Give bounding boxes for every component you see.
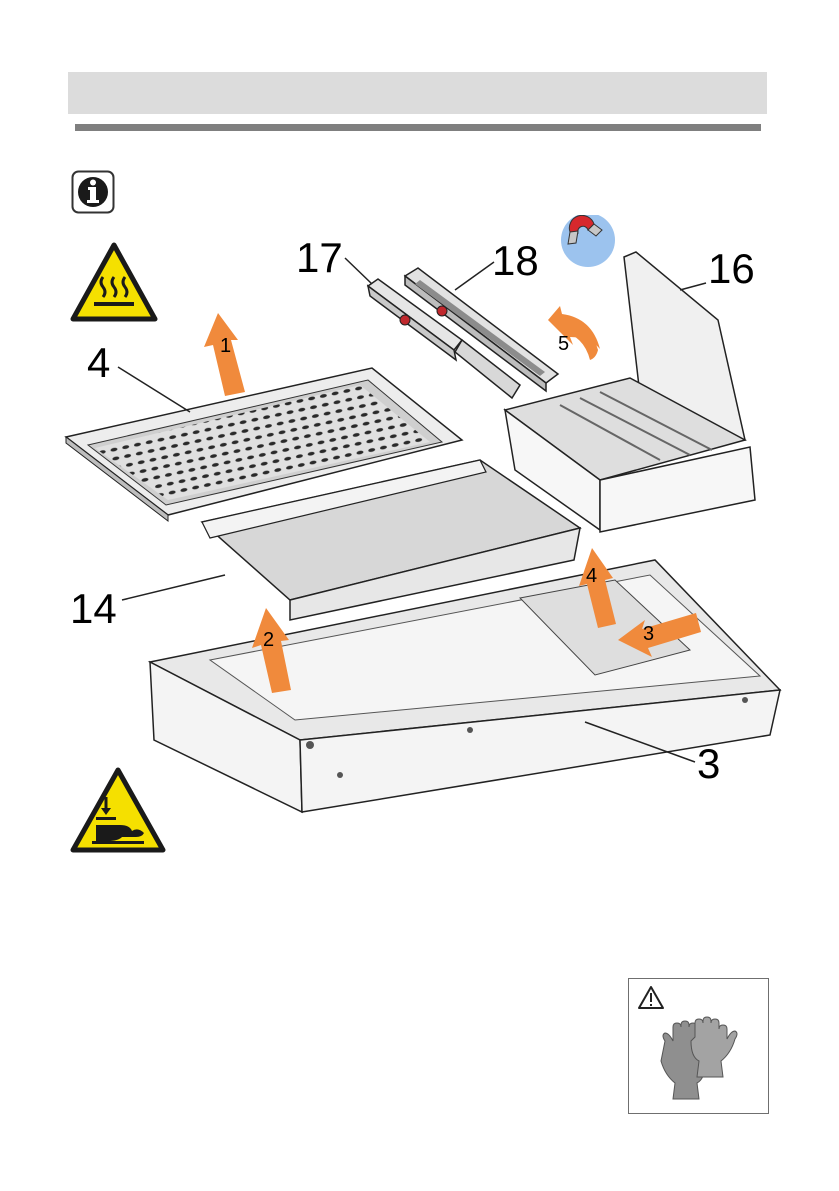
callout-16: 16 bbox=[708, 245, 755, 292]
step-5-label: 5 bbox=[558, 333, 569, 355]
step-1-label: 1 bbox=[220, 335, 231, 357]
arrow-5 bbox=[548, 306, 600, 360]
callout-17: 17 bbox=[296, 234, 343, 281]
step-4-label: 4 bbox=[586, 565, 597, 587]
callout-14: 14 bbox=[70, 585, 117, 632]
protective-gloves-box bbox=[628, 978, 769, 1114]
exploded-assembly-diagram: 17 18 16 4 14 3 1 2 3 4 5 bbox=[60, 215, 790, 835]
callout-3: 3 bbox=[697, 740, 720, 787]
magnet-icon bbox=[561, 215, 615, 267]
part-16-housing bbox=[505, 252, 755, 532]
step-3-label: 3 bbox=[643, 623, 654, 645]
info-icon bbox=[71, 170, 115, 214]
step-2-label: 2 bbox=[263, 629, 274, 651]
part-3-base-drawer bbox=[150, 560, 780, 812]
caution-triangle-icon bbox=[639, 987, 663, 1008]
callout-4: 4 bbox=[87, 339, 110, 386]
protective-gloves-icon bbox=[629, 979, 768, 1113]
header-rule bbox=[75, 124, 761, 131]
callout-18: 18 bbox=[492, 237, 539, 284]
header-band bbox=[68, 72, 767, 114]
